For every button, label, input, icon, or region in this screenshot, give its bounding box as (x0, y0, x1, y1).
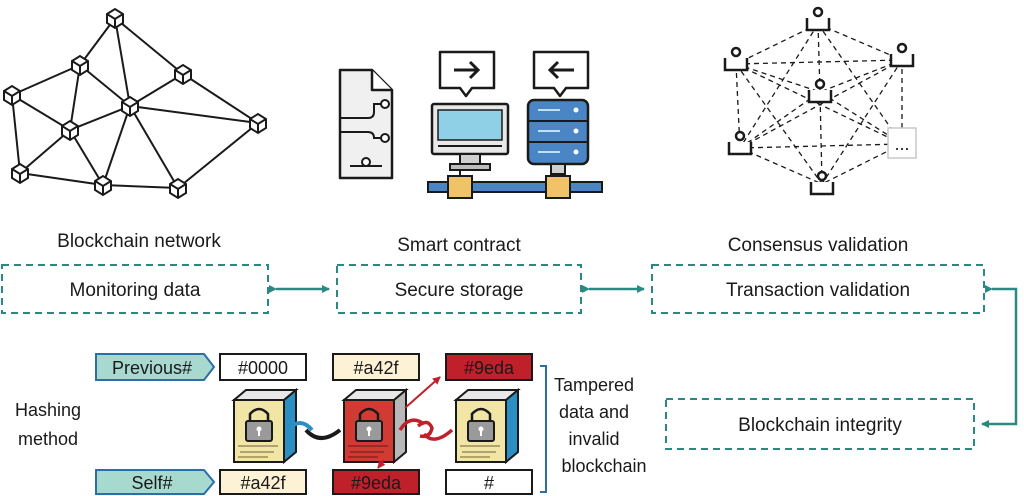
svg-text:#0000: #0000 (238, 358, 288, 378)
consensus-nodes (723, 6, 915, 196)
receive-bubble-icon (532, 50, 590, 98)
block-2-icon-tampered (341, 387, 409, 465)
previous-hash-tag: Previous# (95, 353, 216, 381)
self-hash-cell: #a42f (219, 469, 307, 495)
smart-contract-icon (338, 50, 603, 199)
svg-text:#9eda: #9eda (464, 358, 515, 378)
tampered-label-line4: blockchain (561, 456, 646, 476)
svg-text:Self#: Self# (131, 473, 172, 493)
network-nodes (3, 7, 267, 200)
blockchain-integrity-box (665, 398, 975, 450)
computer-icon (430, 102, 510, 171)
transaction-integrity-connector (981, 285, 1018, 428)
broken-chain-link-icon (398, 418, 454, 441)
secure-storage-label: Secure storage (395, 280, 524, 301)
contract-document-icon (338, 68, 394, 180)
previous-hash-cell-tampered: #9eda (445, 353, 533, 381)
self-hash-cell: # (445, 469, 533, 495)
more-nodes-box (887, 127, 917, 159)
more-nodes-ellipsis: ... (894, 134, 909, 154)
consensus-network-icon: ... (723, 6, 917, 196)
block-1-icon (231, 387, 299, 465)
network-bus-icon (427, 170, 603, 199)
caption-smart-contract: Smart contract (397, 235, 521, 256)
monitoring-data-label: Monitoring data (70, 280, 201, 301)
previous-hash-cell: #0000 (219, 353, 307, 381)
secure-storage-box (336, 264, 582, 314)
tamper-arrows (377, 376, 441, 469)
database-server-icon (526, 98, 590, 175)
transaction-validation-label: Transaction validation (726, 280, 910, 301)
block-3-icon (453, 387, 521, 465)
svg-text:#9eda: #9eda (351, 473, 402, 493)
tampered-label-line1: Tampered (554, 375, 634, 395)
tampered-bracket (540, 365, 547, 493)
svg-text:#a42f: #a42f (353, 358, 399, 378)
svg-text:Previous#: Previous# (112, 358, 192, 378)
svg-text:#a42f: #a42f (240, 473, 286, 493)
monitoring-data-box (1, 264, 269, 314)
blockchain-network-icon (3, 7, 267, 200)
tampered-label-line3: invalid (568, 429, 619, 449)
consensus-edges (735, 23, 903, 185)
chain-link-1-icon (286, 421, 342, 440)
previous-hash-cell: #a42f (332, 353, 420, 381)
caption-blockchain-network: Blockchain network (57, 231, 221, 252)
hashing-method-label-line1: Hashing (15, 400, 81, 420)
caption-consensus-validation: Consensus validation (728, 235, 909, 256)
hashing-method-label-line2: method (18, 429, 78, 449)
tampered-label-line2: data and (559, 402, 629, 422)
send-bubble-icon (438, 50, 496, 98)
self-hash-tag: Self# (95, 469, 216, 495)
transaction-validation-box (651, 264, 985, 314)
svg-text:#: # (484, 473, 494, 493)
self-hash-cell-tampered: #9eda (332, 469, 420, 495)
blockchain-integrity-label: Blockchain integrity (738, 415, 902, 436)
